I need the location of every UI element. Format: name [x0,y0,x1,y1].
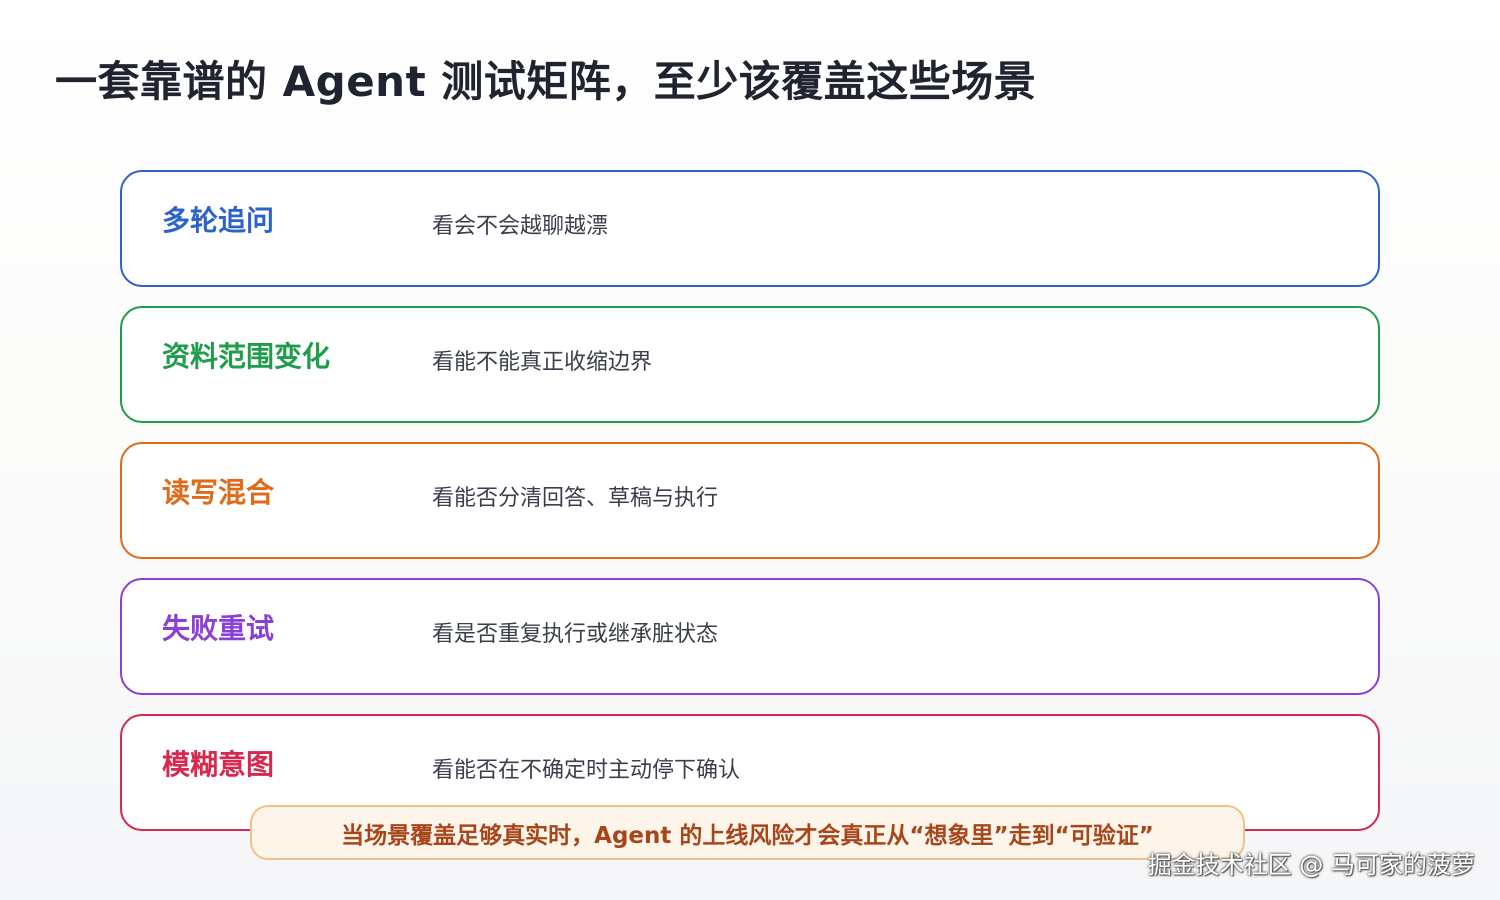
conclusion-banner: 当场景覆盖足够真实时，Agent 的上线风险才会真正从“想象里”走到“可验证” [250,805,1245,860]
scenario-card-scope-change: 资料范围变化 看能不能真正收缩边界 [120,306,1380,423]
scenario-description: 看能否在不确定时主动停下确认 [432,758,741,783]
scenario-card-failure-retry: 失败重试 看是否重复执行或继承脏状态 [120,578,1380,695]
scenario-card-multi-turn: 多轮追问 看会不会越聊越漂 [120,170,1380,287]
scenario-label: 多轮追问 [162,204,275,237]
scenario-card-read-write-mix: 读写混合 看能否分清回答、草稿与执行 [120,442,1380,559]
watermark: 掘金技术社区 @ 马可家的菠萝 [1147,851,1475,879]
scenario-label: 读写混合 [162,476,275,509]
scenario-label: 失败重试 [162,612,275,645]
scenario-description: 看是否重复执行或继承脏状态 [432,622,719,647]
scenario-description: 看能不能真正收缩边界 [432,350,653,375]
scenario-label: 模糊意图 [162,748,275,781]
scenario-description: 看能否分清回答、草稿与执行 [432,486,719,511]
scenario-label: 资料范围变化 [162,340,331,373]
page-title: 一套靠谱的 Agent 测试矩阵，至少该覆盖这些场景 [55,57,1037,106]
scenario-description: 看会不会越聊越漂 [432,214,609,239]
